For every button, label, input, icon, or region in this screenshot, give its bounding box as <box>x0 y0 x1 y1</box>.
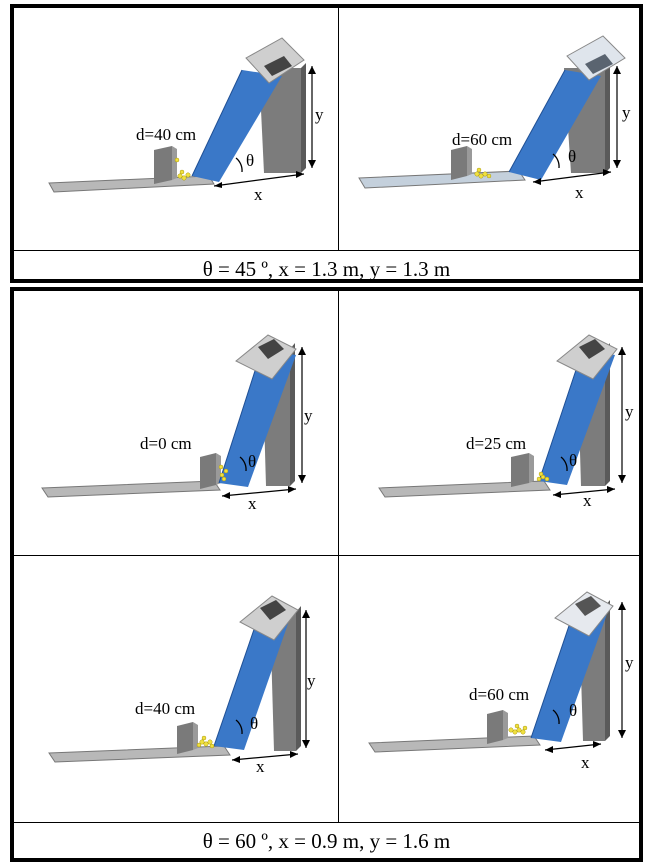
panel-1-diagram: d=40 cm θ x y <box>48 37 324 204</box>
bottom-divider-middle <box>14 555 639 556</box>
panel-6-d-label: d=60 cm <box>469 685 529 704</box>
panel-5: d=40 cm θ x y <box>14 556 338 822</box>
bottom-divider-vertical <box>338 291 339 822</box>
panel-4-d-label: d=25 cm <box>466 434 526 453</box>
panel-5-theta-label: θ <box>250 714 258 733</box>
panel-2: d=60 cm θ x y <box>339 8 639 250</box>
panel-1-y-label: y <box>315 105 324 124</box>
panel-3-theta-label: θ <box>248 452 256 471</box>
panel-2-diagram: d=60 cm θ x y <box>358 35 631 202</box>
panel-1-d-label: d=40 cm <box>136 125 196 144</box>
top-divider-horizontal <box>14 250 639 251</box>
panel-1: d=40 cm θ x y <box>14 8 338 250</box>
panel-6-x-label: x <box>581 753 590 772</box>
panel-5-diagram: d=40 cm θ x y <box>48 595 316 776</box>
panel-3-d-label: d=0 cm <box>140 434 192 453</box>
panel-5-x-label: x <box>256 757 265 776</box>
bottom-figure-frame: d=0 cm θ x y d= <box>10 287 643 862</box>
bottom-divider-caption <box>14 822 639 823</box>
panel-6-diagram: d=60 cm θ x y <box>368 591 634 772</box>
panel-2-y-label: y <box>622 103 631 122</box>
panel-5-y-label: y <box>307 671 316 690</box>
panel-4-diagram: d=25 cm θ x y <box>378 334 634 510</box>
panel-4-theta-label: θ <box>569 451 577 470</box>
panel-4-y-label: y <box>625 402 634 421</box>
bottom-caption: θ = 60 º, x = 0.9 m, y = 1.6 m <box>202 829 451 853</box>
panel-3: d=0 cm θ x y <box>14 291 338 555</box>
top-divider-vertical <box>338 8 339 250</box>
panel-6-theta-label: θ <box>569 701 577 720</box>
top-figure-frame: d=40 cm θ x y <box>10 4 643 283</box>
panel-4: d=25 cm θ x y <box>339 291 639 555</box>
panel-1-x-label: x <box>254 185 263 204</box>
panel-3-diagram: d=0 cm θ x y <box>41 334 313 513</box>
panel-5-d-label: d=40 cm <box>135 699 195 718</box>
panel-2-theta-label: θ <box>568 147 576 166</box>
panel-2-d-label: d=60 cm <box>452 130 512 149</box>
panel-3-x-label: x <box>248 494 257 513</box>
panel-6: d=60 cm θ x y <box>339 556 639 822</box>
panel-4-x-label: x <box>583 491 592 510</box>
panel-3-y-label: y <box>304 406 313 425</box>
panel-2-x-label: x <box>575 183 584 202</box>
panel-6-y-label: y <box>625 653 634 672</box>
panel-1-theta-label: θ <box>246 151 254 170</box>
top-caption: θ = 45 º, x = 1.3 m, y = 1.3 m <box>202 257 451 281</box>
